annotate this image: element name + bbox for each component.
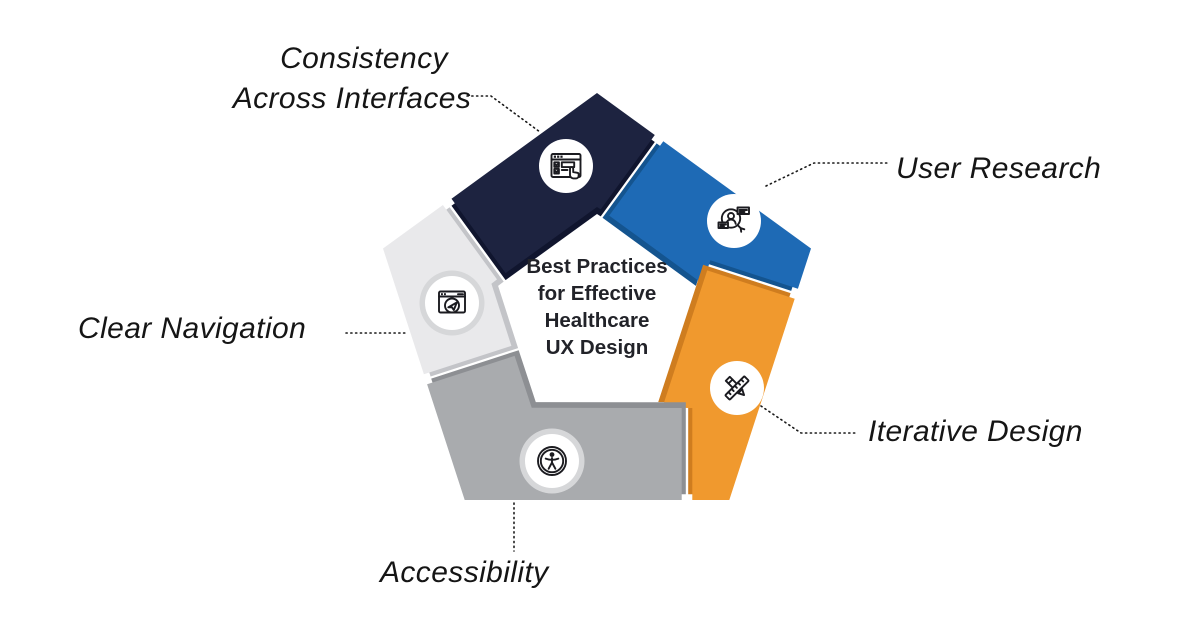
label-consistency-line-1: Consistency xyxy=(280,42,449,75)
leader-line-iterative-design xyxy=(760,405,859,434)
segment-accessibility-face xyxy=(427,355,682,500)
label-consistency-line-2: Across Interfaces xyxy=(231,82,472,115)
center-title: Best Practices for Effective Healthcare … xyxy=(526,255,667,359)
center-title-line-4: UX Design xyxy=(546,336,649,359)
segment-accessibility xyxy=(427,350,686,500)
pencil-ruler-icon xyxy=(724,375,750,401)
label-iterative-design: Iterative Design xyxy=(868,415,1083,448)
center-title-line-3: Healthcare xyxy=(545,309,650,332)
segment-consistency xyxy=(451,93,655,281)
person-magnifier-icon xyxy=(717,206,750,233)
label-accessibility: Accessibility xyxy=(378,556,550,589)
leader-line-consistency xyxy=(466,95,541,133)
segment-iterative-design xyxy=(658,264,795,500)
segment-clear-navigation xyxy=(383,205,519,377)
accessibility-person-icon xyxy=(537,446,567,476)
leader-line-user-research xyxy=(765,162,889,187)
segment-user-research xyxy=(602,141,811,291)
center-title-line-2: for Effective xyxy=(538,282,656,305)
label-clear-navigation: Clear Navigation xyxy=(78,312,306,345)
browser-checklist-icon xyxy=(550,153,582,180)
label-user-research: User Research xyxy=(896,152,1101,185)
center-title-line-1: Best Practices xyxy=(526,255,667,278)
browser-paper-plane-icon xyxy=(438,290,466,314)
